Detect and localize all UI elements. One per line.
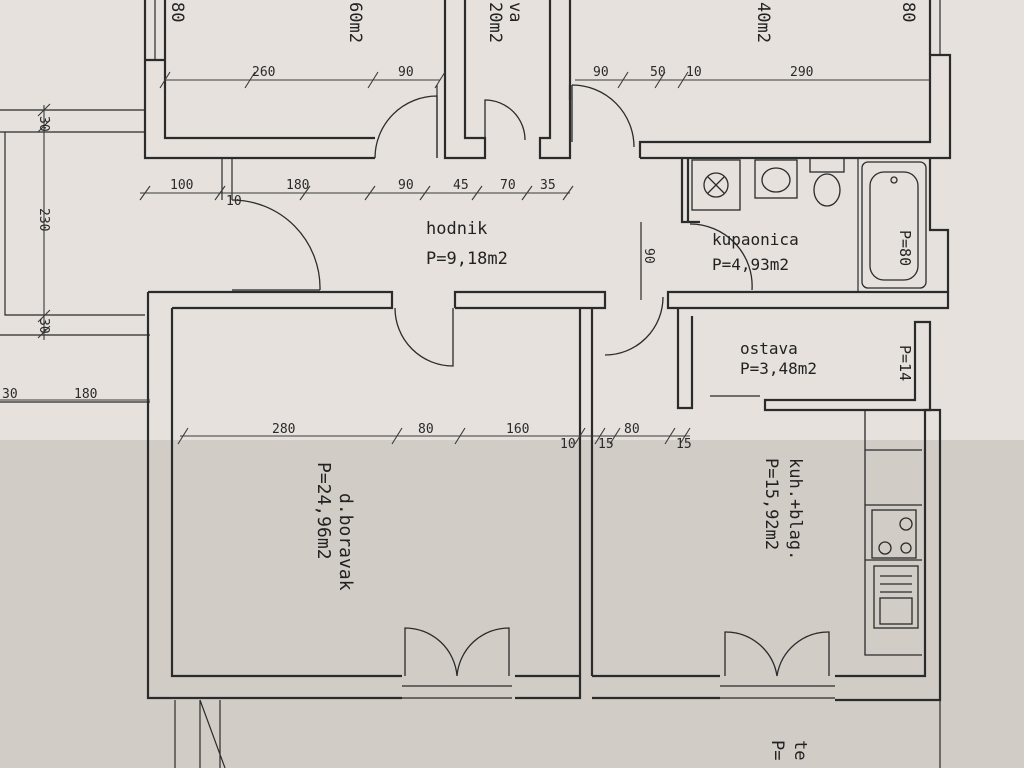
storage-height: P=14 xyxy=(896,345,914,381)
storage-area: P=3,48m2 xyxy=(740,359,817,378)
hallway-walls xyxy=(148,158,950,367)
dim-label: 160 xyxy=(506,422,529,437)
washing-machine-icon xyxy=(691,159,741,211)
dim-label: 30 xyxy=(36,116,51,132)
dimension-lines xyxy=(0,71,930,445)
dim-label: 90 xyxy=(593,65,609,80)
kitchen xyxy=(592,408,942,702)
dim-label: 15 xyxy=(598,437,614,452)
top-mid-area: 20m2 xyxy=(485,2,505,43)
top-right-height: 80 xyxy=(898,2,918,22)
dim-label: 30 xyxy=(36,318,51,334)
bathroom xyxy=(680,157,950,292)
dim-label: 70 xyxy=(500,178,516,193)
doors-top xyxy=(374,84,635,159)
kitchen-name: kuh.+blag. xyxy=(785,458,805,560)
living-balcony-door xyxy=(404,627,510,677)
dim-label: 50 xyxy=(650,65,666,80)
top-walls xyxy=(143,0,952,160)
dim-label: 10 xyxy=(686,65,702,80)
living-room xyxy=(146,292,594,700)
paper-upper xyxy=(0,0,1024,440)
stove-icon xyxy=(871,509,917,559)
dim-label: 260 xyxy=(252,65,275,80)
top-left-area: 60m2 xyxy=(345,2,365,43)
dim-label: 180 xyxy=(286,178,309,193)
terrace-area: P= xyxy=(767,740,787,760)
dim-label: 90 xyxy=(398,178,414,193)
hallway-area: P=9,18m2 xyxy=(426,249,508,269)
dim-label: 280 xyxy=(272,422,295,437)
bathroom-height: P=80 xyxy=(896,230,914,266)
terrace-name: te xyxy=(790,740,810,760)
dim-label: 35 xyxy=(540,178,556,193)
terrace xyxy=(174,699,941,768)
dim-label: 15 xyxy=(676,437,692,452)
top-mid-name: va xyxy=(505,2,525,22)
storage xyxy=(676,308,932,412)
top-right-area: 40m2 xyxy=(753,2,773,43)
dim-label: 10 xyxy=(560,437,576,452)
kitchen-balcony-door xyxy=(724,631,830,677)
dim-label: 100 xyxy=(170,178,193,193)
dim-label: 80 xyxy=(624,422,640,437)
sink-icon xyxy=(754,159,798,199)
storage-name: ostava xyxy=(740,339,798,358)
paper-lower xyxy=(0,440,1024,768)
dim-label: 80 xyxy=(418,422,434,437)
living-room-name: d.boravak xyxy=(335,493,356,591)
dim-label: 90 xyxy=(641,248,656,264)
dim-label: 45 xyxy=(453,178,469,193)
bathroom-name: kupaonica xyxy=(712,230,799,249)
bathtub-icon xyxy=(861,161,927,289)
dim-label: 290 xyxy=(790,65,813,80)
dim-label: 230 xyxy=(36,208,51,231)
bathroom-area: P=4,93m2 xyxy=(712,255,789,274)
kitchen-sink-icon xyxy=(873,565,919,629)
top-left-height: 80 xyxy=(167,2,187,22)
toilet-icon xyxy=(809,157,845,173)
hallway-name: hodnik xyxy=(426,219,487,239)
kitchen-area: P=15,92m2 xyxy=(761,458,781,550)
left-balcony xyxy=(0,109,150,403)
dim-label: 180 xyxy=(74,387,97,402)
dim-label: 10 xyxy=(226,194,242,209)
dim-label: 30 xyxy=(2,387,18,402)
living-room-area: P=24,96m2 xyxy=(313,462,334,560)
dim-label: 90 xyxy=(398,65,414,80)
